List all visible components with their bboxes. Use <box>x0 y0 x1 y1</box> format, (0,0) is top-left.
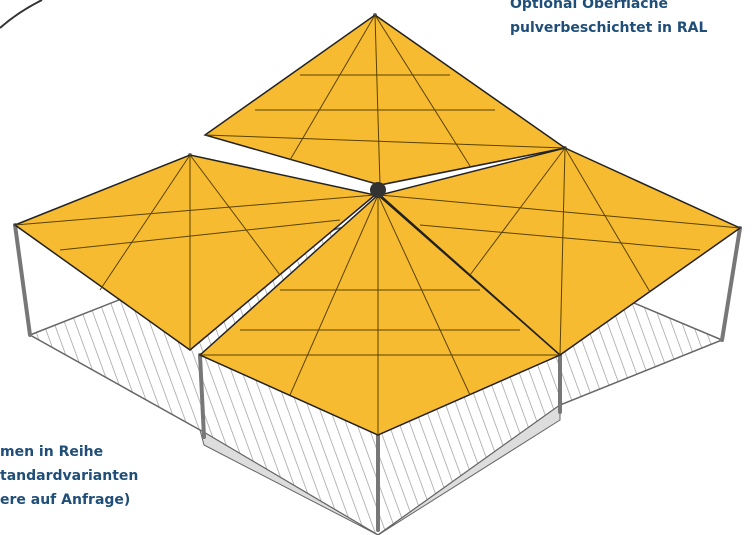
center-hub <box>370 182 386 198</box>
canopy-front <box>198 193 562 436</box>
caption-top-line2: pulverbeschichtet in RAL <box>510 20 708 36</box>
caption-surface-option: Optional Oberfläche pulverbeschichtet in… <box>510 0 707 40</box>
caption-variants: men in Reihe tandardvarianten ere auf An… <box>0 440 138 512</box>
canopy-back <box>203 14 567 186</box>
caption-bottom-line1: men in Reihe <box>0 444 104 460</box>
arrow-curve-icon <box>0 0 43 29</box>
caption-bottom-line2: tandardvarianten <box>0 468 139 484</box>
caption-bottom-line3: ere auf Anfrage) <box>0 492 131 508</box>
caption-top-line1: Optional Oberfläche <box>510 0 669 12</box>
